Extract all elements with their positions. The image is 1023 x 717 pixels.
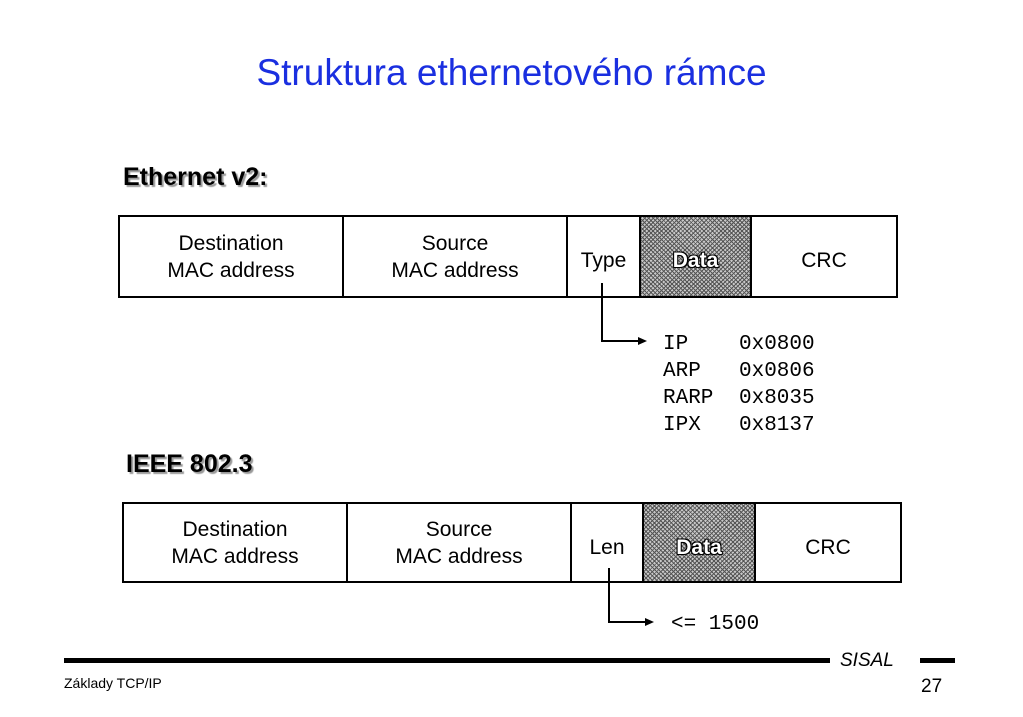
source-sublabel: MAC address [391, 258, 519, 282]
destination-field: Destination MAC address [124, 504, 348, 581]
type-value-row: 0x0800 [739, 331, 815, 358]
type-value-row: 0x8137 [739, 412, 815, 439]
page-number: 27 [921, 676, 943, 697]
protocol-code: 0x8137 [739, 414, 815, 437]
len-field: Len [572, 504, 644, 581]
ieee-8023-frame: Destination MAC address Source MAC addre… [122, 502, 902, 583]
ethernet-v2-frame: Destination MAC address Source MAC addre… [118, 215, 898, 298]
crc-label: CRC [805, 536, 851, 559]
protocol-code: 0x0806 [739, 360, 815, 383]
type-value-row: 0x8035 [739, 385, 815, 412]
footer-divider-right [920, 658, 955, 663]
destination-label: Destination [178, 231, 284, 255]
data-label: Data [672, 249, 719, 272]
crc-label: CRC [801, 249, 847, 272]
type-value-row: RARP [663, 385, 713, 412]
data-field: Data [641, 217, 752, 296]
type-label: Type [580, 249, 627, 272]
footer-divider [64, 658, 830, 663]
type-connector-horizontal [601, 340, 639, 342]
len-label: Len [589, 536, 625, 559]
ethernet-v2-heading: Ethernet v2: [123, 163, 268, 191]
type-value-row: 0x0806 [739, 358, 815, 385]
source-sublabel: MAC address [395, 544, 523, 568]
destination-sublabel: MAC address [171, 544, 299, 568]
source-field: Source MAC address [344, 217, 568, 296]
len-note: <= 1500 [671, 613, 760, 636]
footer-brand: SISAL [840, 650, 894, 671]
protocol-name: ARP [663, 360, 701, 383]
type-value-row: ARP [663, 358, 701, 385]
len-connector-vertical [608, 568, 610, 623]
protocol-name: IP [663, 333, 689, 356]
protocol-name: IPX [663, 414, 701, 437]
arrow-right-icon [645, 618, 654, 626]
data-field: Data [644, 504, 756, 581]
data-label: Data [676, 536, 722, 559]
protocol-name: RARP [663, 387, 714, 410]
type-value-row: IP [663, 331, 688, 358]
footer-course: Základy TCP/IP [64, 675, 162, 691]
destination-sublabel: MAC address [167, 258, 295, 282]
ieee-8023-heading: IEEE 802.3 [126, 450, 253, 478]
type-connector-vertical [601, 283, 603, 342]
source-label: Source [421, 231, 489, 255]
protocol-code: 0x0800 [739, 333, 815, 356]
destination-label: Destination [182, 517, 288, 541]
page-title: Struktura ethernetového rámce [256, 52, 767, 93]
protocol-code: 0x8035 [739, 387, 815, 410]
arrow-right-icon [638, 337, 647, 345]
source-field: Source MAC address [348, 504, 572, 581]
crc-field: CRC [752, 217, 896, 296]
crc-field: CRC [756, 504, 900, 581]
destination-field: Destination MAC address [120, 217, 344, 296]
len-connector-horizontal [608, 621, 646, 623]
source-label: Source [425, 517, 493, 541]
type-value-row: IPX [663, 412, 701, 439]
type-field: Type [568, 217, 641, 296]
